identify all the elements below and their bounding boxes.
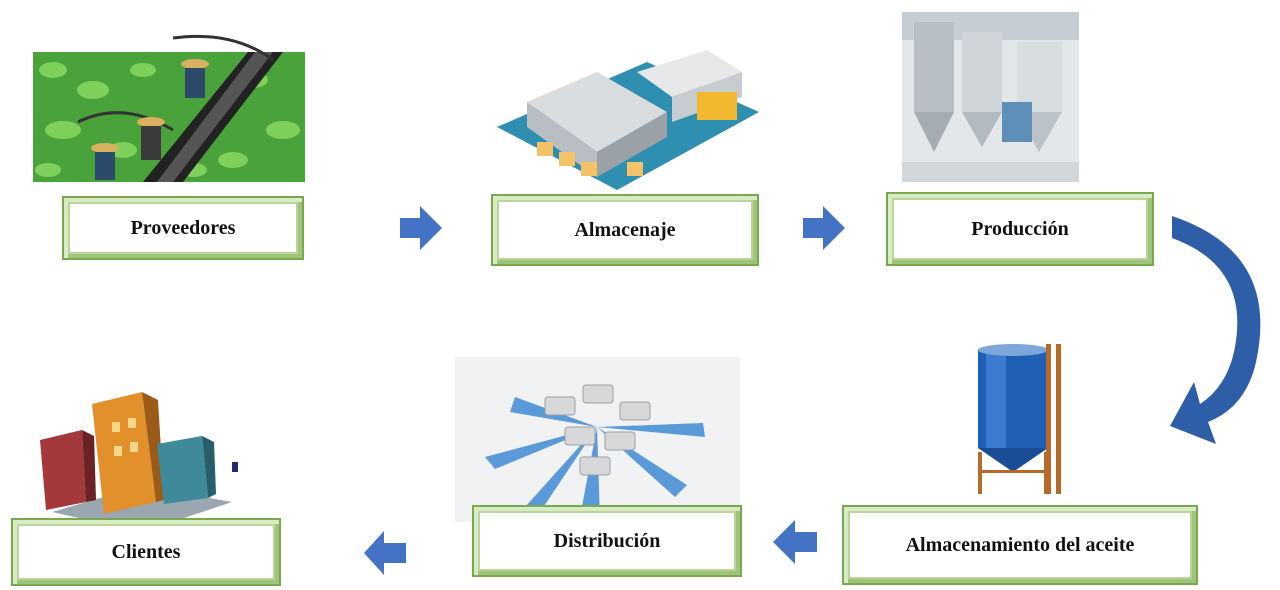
oil-tank-icon	[978, 344, 1061, 494]
distribucion-label: Distribución	[472, 505, 742, 577]
delivery-trucks-icon	[455, 357, 740, 522]
produccion-label: Producción	[886, 192, 1154, 266]
city-buildings-icon	[40, 392, 238, 532]
almacenaje-label: Almacenaje	[491, 194, 759, 266]
warehouse-icon	[497, 50, 759, 190]
farm-workers-icon	[33, 34, 305, 182]
arrow-almacenaje-to-produccion	[803, 206, 845, 250]
arrow-produccion-to-almacenamiento	[1170, 216, 1261, 444]
arrow-proveedores-to-almacenaje	[400, 206, 442, 250]
factory-tanks-icon	[902, 12, 1079, 182]
proveedores-label: Proveedores	[62, 196, 304, 260]
arrow-almacenamiento-to-distribucion	[773, 520, 817, 564]
almacenamiento-label: Almacenamiento del aceite	[842, 505, 1198, 585]
clientes-label: Clientes	[11, 518, 281, 586]
arrow-distribucion-to-clientes	[364, 531, 406, 575]
